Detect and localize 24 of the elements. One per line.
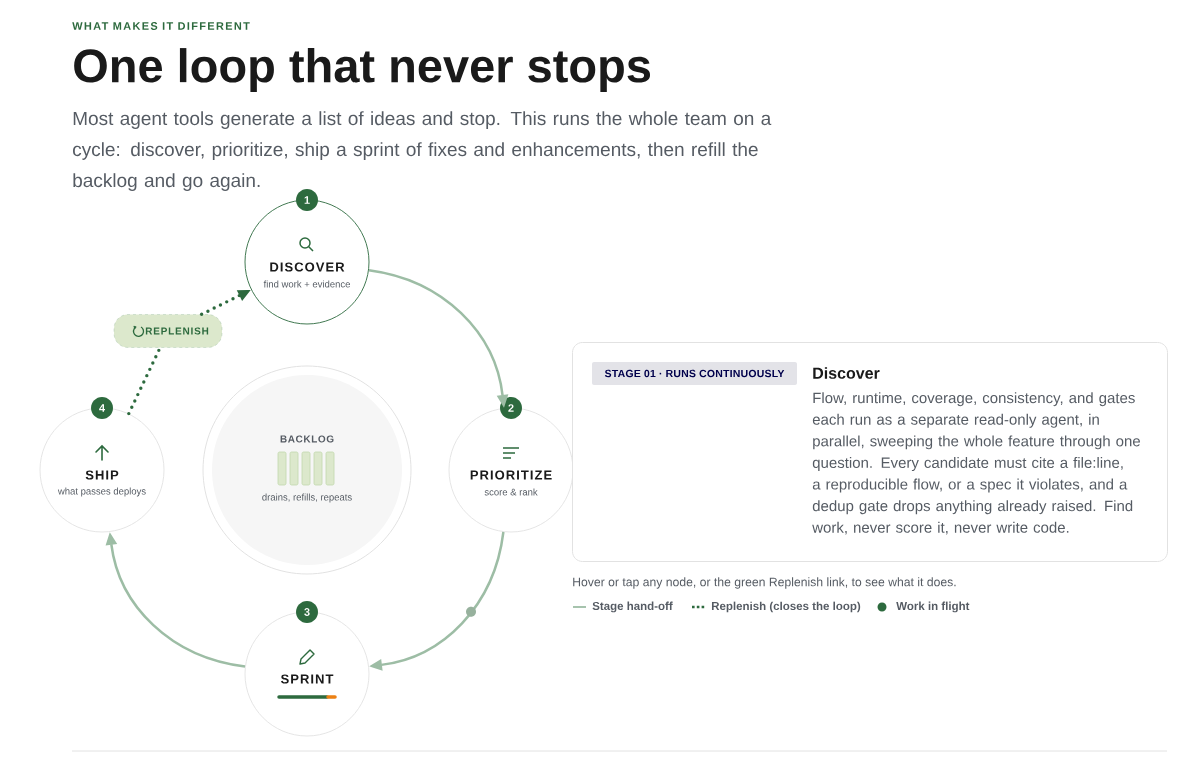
backlog-title: BACKLOG [280, 435, 334, 443]
heading: One loop that never stops [74, 48, 651, 92]
intro-paragraph: Most agent tools generate a list of ideas and stop. This runs the whole team on a cycle: discover, prioritize, ship a sprint of fixes and enhancements, then refill the backlog and go again. [73, 111, 772, 191]
replenish-pill: REPLENISH [113, 314, 223, 348]
connector-line [127, 346, 162, 416]
stage-title: DISCOVER [270, 262, 345, 272]
card-heading: Discover [813, 367, 880, 379]
stage-subtitle: find work + evidence [263, 280, 350, 288]
number-badge: 3 [296, 601, 318, 623]
eyebrow-label: WHAT MAKES IT DIFFERENT [72, 22, 250, 30]
stage-title: SPRINT [280, 674, 334, 684]
stage-subtitle: score & rank [484, 488, 538, 496]
card-body: Flow, runtime, coverage, consistency, and gates each run as a separate read-only agent, in parallel, sweeping the whole feature through one question. Every candidate must cite a file:line, a reproducible flow, or a spec it violates, and a dedup gate drops anything already raised. Find work, never score it, never write code. [812, 392, 1140, 535]
number-badge: 1 [296, 189, 318, 211]
legend-label: Work in flight [896, 601, 970, 613]
stage-title: PRIORITIZE [470, 470, 552, 480]
stage-title: SHIP [85, 470, 119, 480]
legend-label: Stage hand-off [592, 601, 673, 613]
legend-label: Replenish (closes the loop) [711, 601, 861, 613]
number-badge: 4 [91, 397, 113, 419]
hint-text: Hover or tap any node, or the green Replenish link, to see what it does. [573, 577, 956, 589]
stage-subtitle: what passes deploys [57, 487, 146, 497]
stage-tag: STAGE 01 · RUNS CONTINUOUSLY [592, 362, 797, 385]
backlog-caption: drains, refills, repeats [262, 493, 352, 503]
